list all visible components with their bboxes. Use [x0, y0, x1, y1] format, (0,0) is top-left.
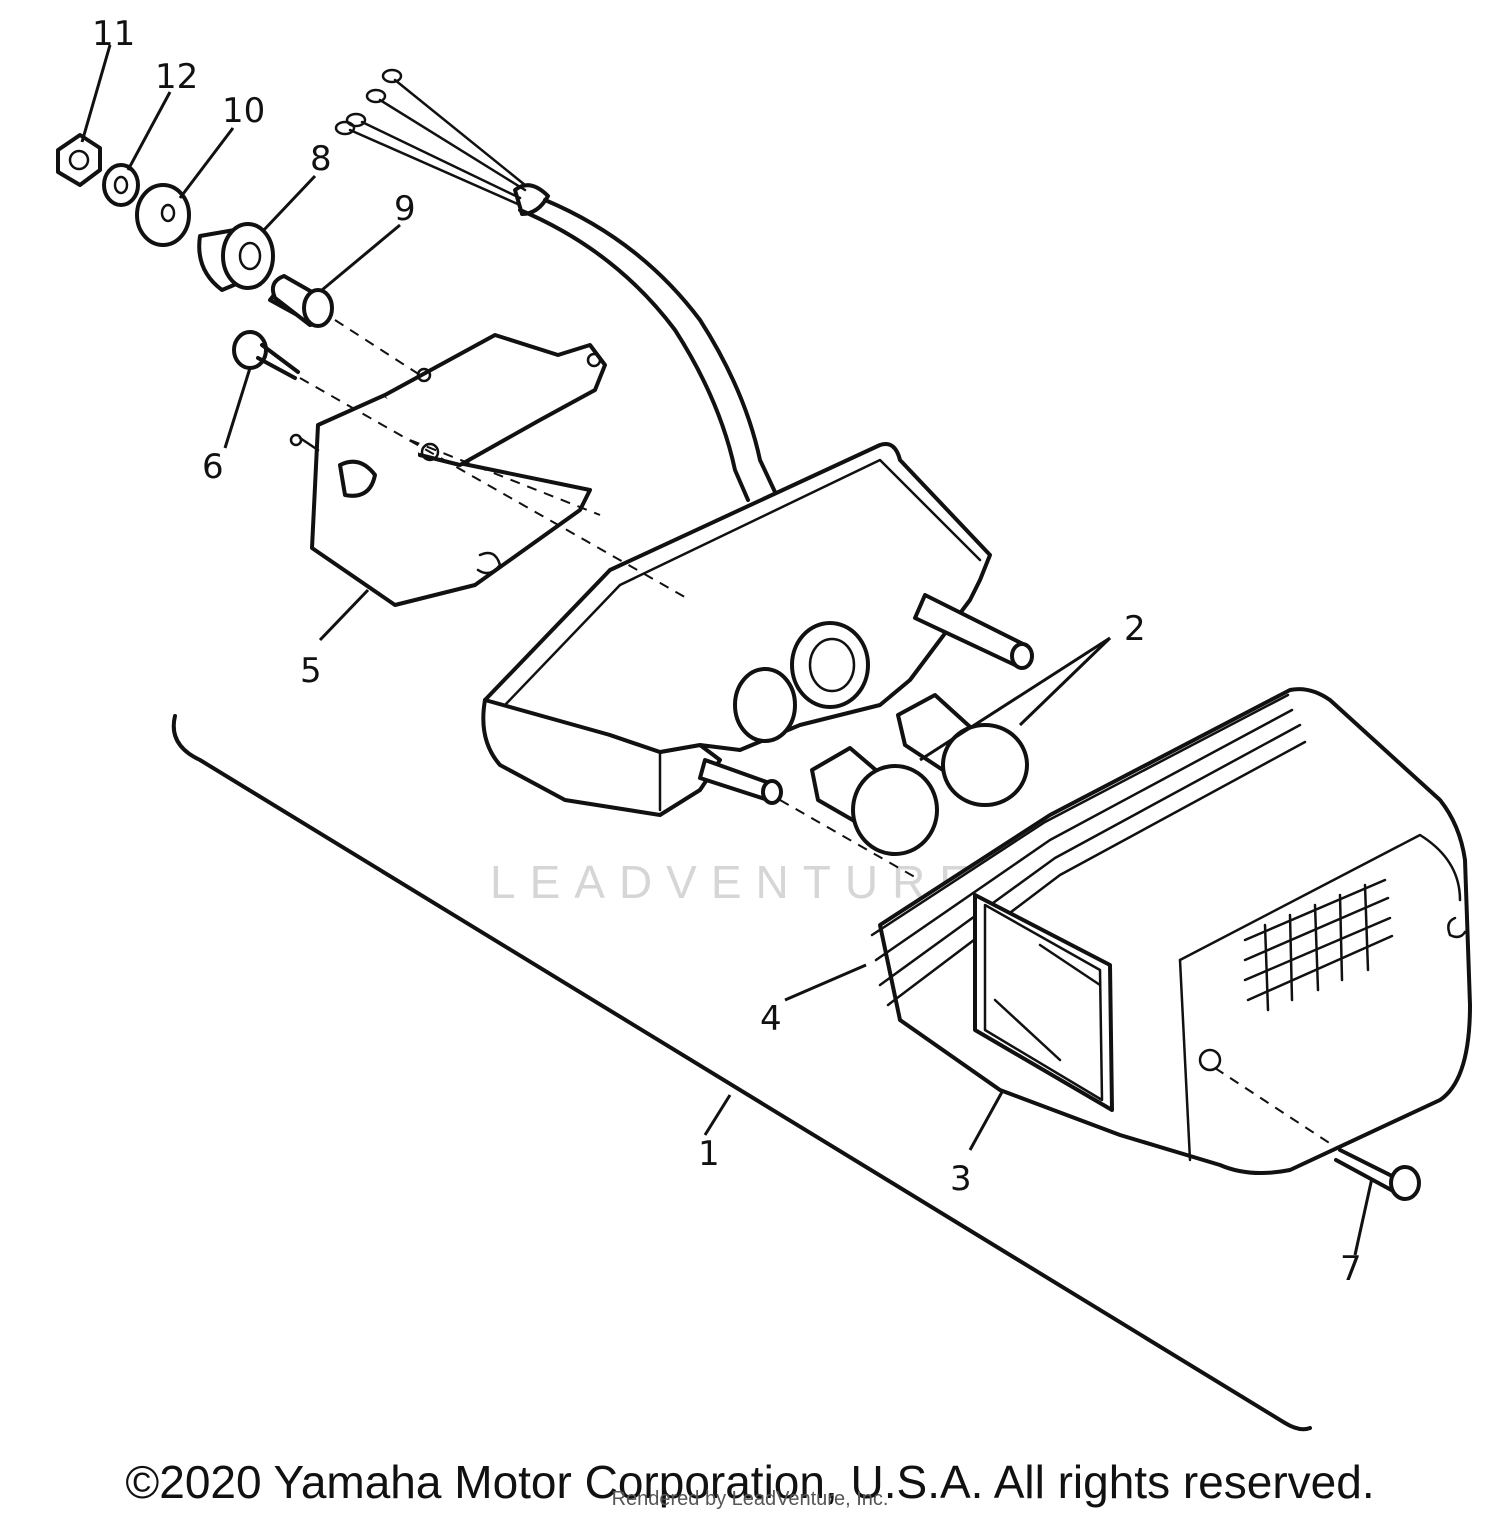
part-7-screw: [1334, 1148, 1421, 1201]
watermark-text: LEADVENTURE: [490, 856, 984, 908]
callout-12: 12: [155, 57, 198, 97]
leader-lines: [80, 44, 1374, 1256]
part-12-spring-washer: [102, 163, 140, 207]
assembly-line-7: [1214, 1067, 1341, 1151]
part-8-grommet: [197, 222, 275, 292]
callout-7: 7: [1340, 1249, 1362, 1289]
part-6-screw: [232, 330, 300, 380]
part-3-lens: [870, 687, 1472, 1175]
callout-2: 2: [1124, 609, 1146, 649]
callout-10: 10: [222, 91, 265, 131]
assembly-line-9: [334, 319, 421, 376]
callout-9: 9: [394, 189, 416, 229]
assembly-line-5: [409, 439, 601, 516]
callout-1: 1: [698, 1134, 720, 1174]
callout-3: 3: [950, 1159, 972, 1199]
callout-8: 8: [310, 139, 332, 179]
callout-4: 4: [760, 999, 782, 1039]
lens-grid-pattern: [1243, 878, 1394, 1012]
callout-11: 11: [92, 14, 135, 54]
copyright-footer: ©2020 Yamaha Motor Corporation, U.S.A. A…: [125, 1456, 1375, 1508]
part-2-bulbs: [810, 693, 1029, 856]
part-5-bracket: [289, 333, 607, 607]
part-11-nut: [56, 133, 102, 187]
part-1-taillight-base: [481, 442, 1034, 817]
part-10-washer: [135, 183, 191, 247]
callout-5: 5: [300, 651, 322, 691]
wiring-harness: [334, 68, 777, 502]
rendered-by-text: Rendered by LeadVenture, Inc.: [611, 1488, 889, 1510]
assembly-line-2: [779, 799, 921, 881]
callout-6: 6: [202, 447, 224, 487]
assembly-bracket: [171, 714, 1312, 1432]
assembly-line-6: [299, 377, 691, 601]
part-9-collar: [268, 274, 334, 328]
